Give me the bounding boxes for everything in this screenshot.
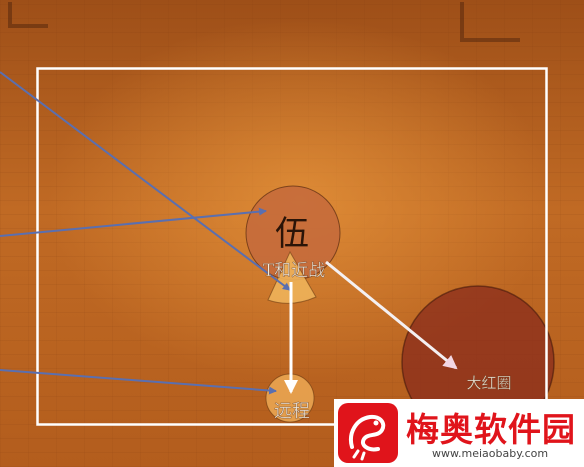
- watermark-url: www.meiaobaby.com: [432, 447, 549, 460]
- wall-decoration-left: [8, 2, 48, 28]
- blue-pointer-line-1: [0, 71, 291, 291]
- arena-boundary-frame: [36, 67, 548, 426]
- tank-melee-label: T和近战: [263, 261, 325, 281]
- watermark-title: 梅奥软件园: [406, 410, 576, 449]
- blue-pointer-line-3: [0, 369, 277, 395]
- dragon-logo-icon: [338, 403, 398, 463]
- site-watermark: 梅奥软件园 www.meiaobaby.com: [334, 399, 584, 467]
- blue-pointer-line-2: [0, 207, 267, 237]
- big-circle-label: 大红圈: [466, 374, 511, 392]
- boss-marker-label: 伍: [275, 214, 309, 254]
- move-arrow-to-big-circle: [325, 260, 458, 370]
- ranged-label: 远程: [274, 401, 310, 422]
- wall-decoration-right: [460, 2, 520, 42]
